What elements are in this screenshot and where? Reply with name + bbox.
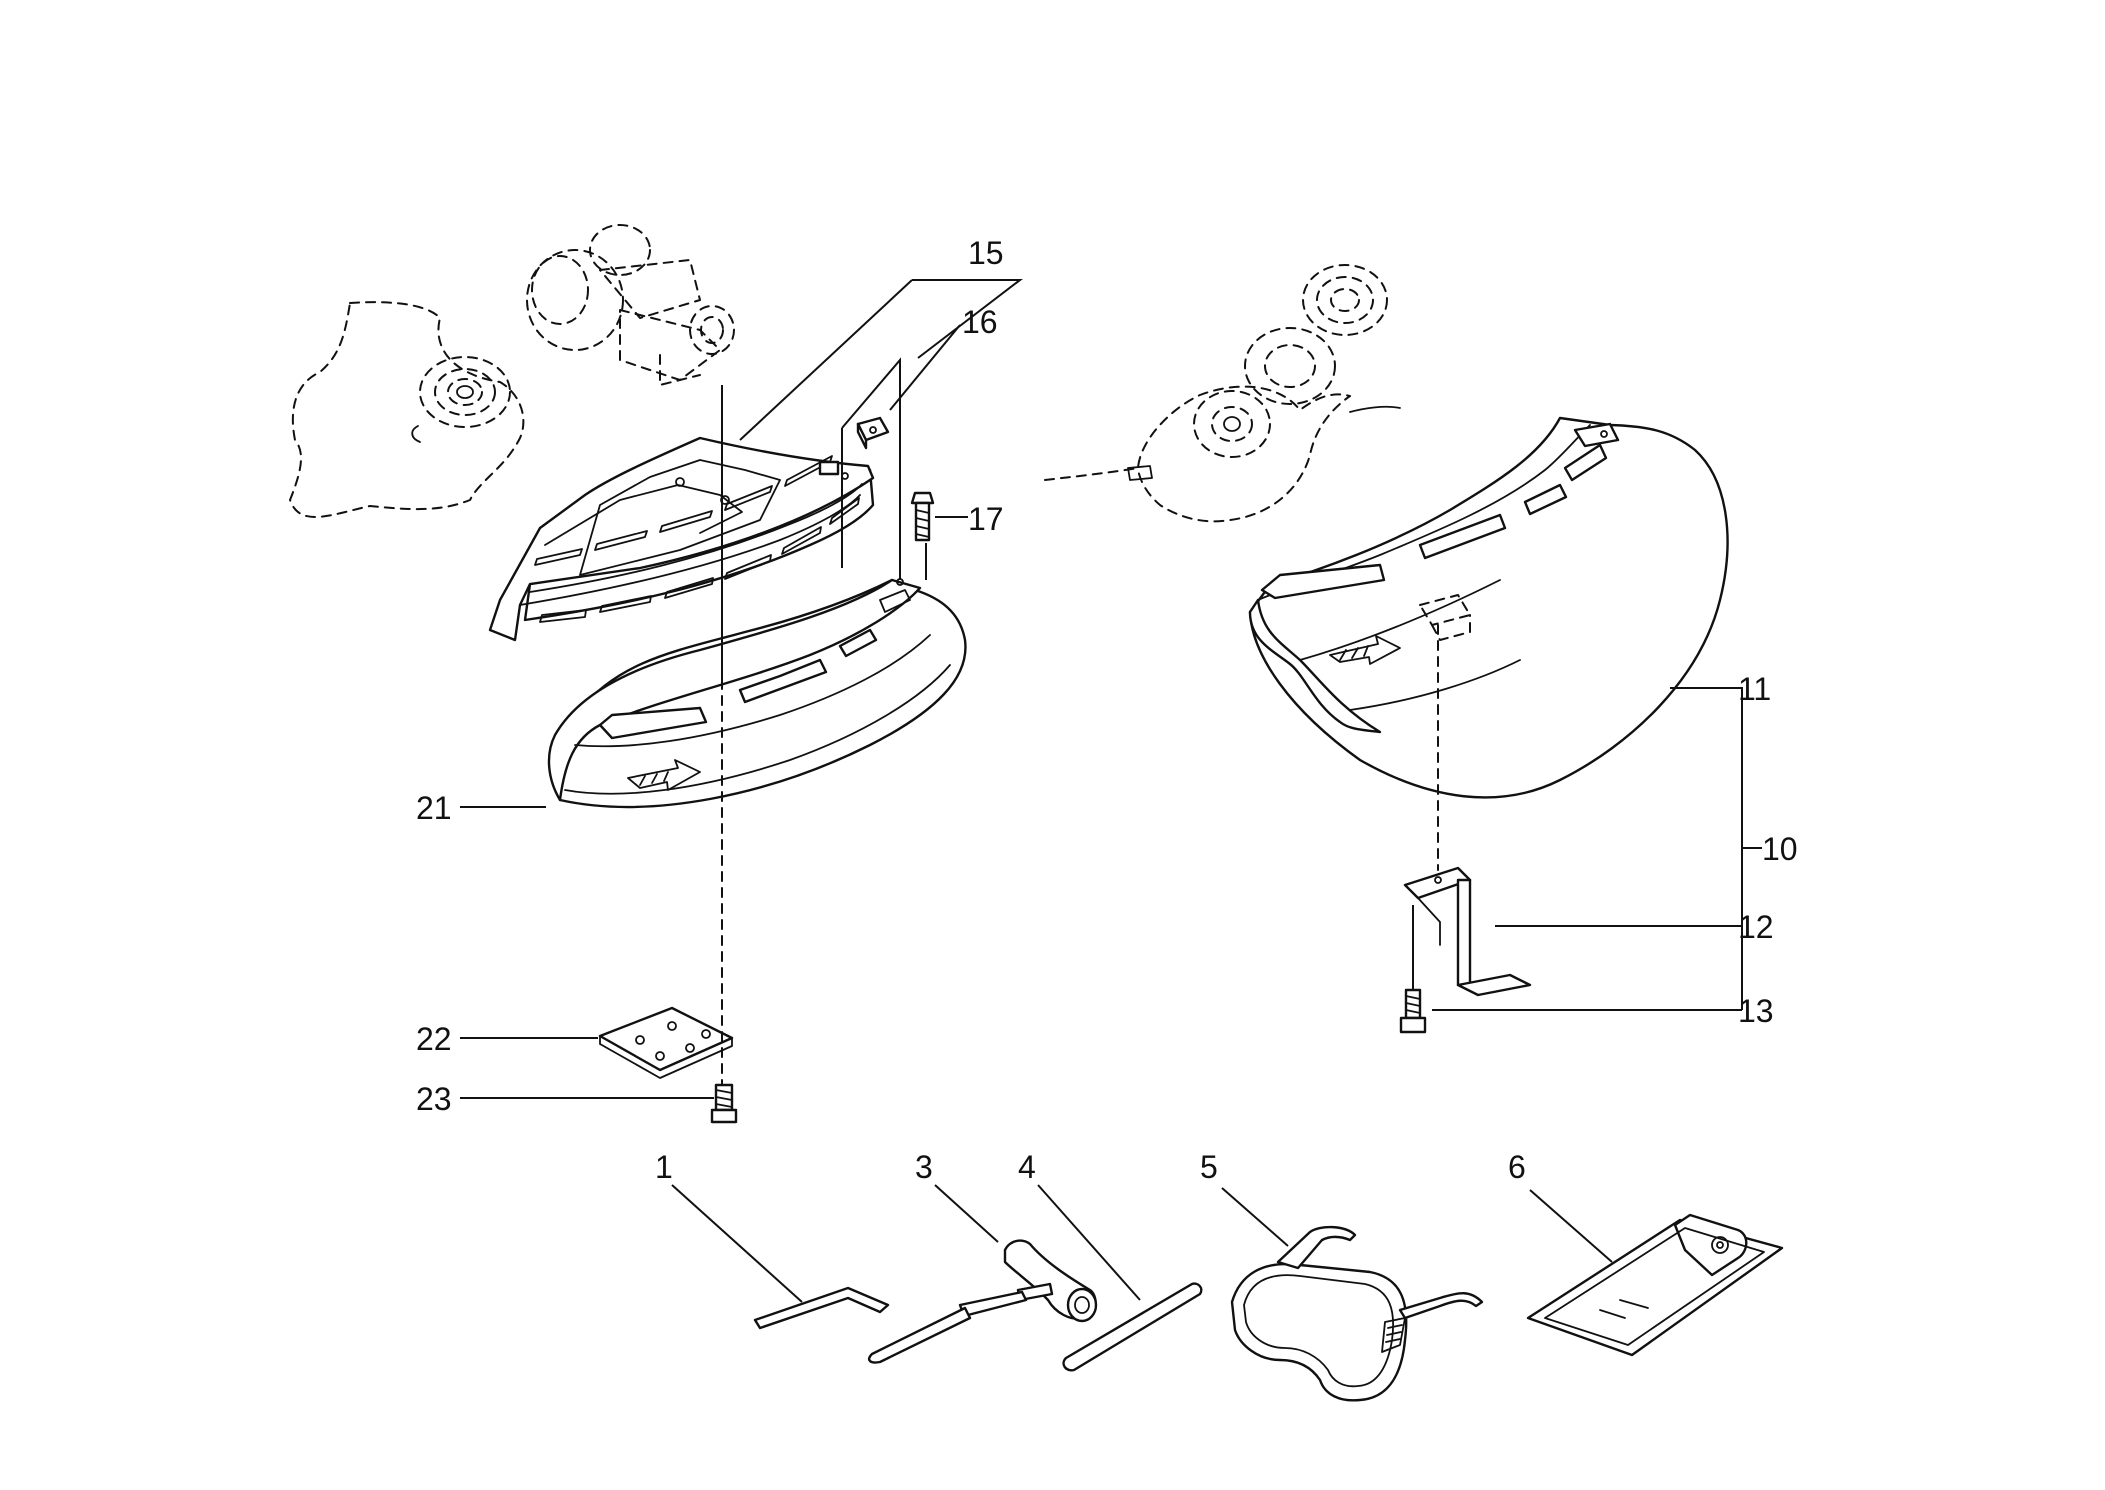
callout-10: 10 (1762, 831, 1798, 867)
part-16-nut (856, 416, 890, 450)
part-11-guard (1248, 416, 1729, 799)
assembly-lines-left (721, 357, 927, 1086)
callout-3: 3 (915, 1149, 933, 1185)
part-13-bolt (1399, 988, 1427, 1034)
phantom-gearhead-left (526, 224, 735, 386)
part-3-socket-wrench (868, 1239, 1098, 1364)
part-4-rod (1062, 1282, 1203, 1372)
part-6-pouch (1526, 1213, 1784, 1357)
phantom-blade-right (1044, 264, 1401, 523)
callout-1: 1 (655, 1149, 673, 1185)
callout-22: 22 (416, 1021, 452, 1057)
leader-lines (460, 279, 1762, 1303)
callout-21: 21 (416, 790, 452, 826)
part-15-inner-plate (488, 436, 875, 642)
callout-23: 23 (416, 1081, 452, 1117)
part-12-bracket (1403, 866, 1532, 997)
part-17-bolt (910, 491, 935, 542)
callout-12: 12 (1738, 909, 1774, 945)
callout-16: 16 (962, 304, 998, 340)
part-21-guard (547, 578, 967, 809)
part-23-bolt (710, 1083, 738, 1124)
callout-5: 5 (1200, 1149, 1218, 1185)
callout-11: 11 (1738, 671, 1771, 707)
callout-4: 4 (1018, 1149, 1036, 1185)
part-1-allen-key (753, 1286, 890, 1330)
callout-6: 6 (1508, 1149, 1526, 1185)
assembly-lines-right (1412, 624, 1439, 990)
part-5-goggles (1230, 1225, 1484, 1402)
callout-13: 13 (1738, 993, 1774, 1029)
callout-17: 17 (968, 501, 1004, 537)
part-22-plate (598, 1006, 734, 1079)
callout-15: 15 (968, 235, 1004, 271)
phantom-blade-left (289, 301, 525, 518)
callout-labels: 15 16 17 21 22 23 11 10 12 13 1 3 4 5 6 (416, 235, 1798, 1185)
